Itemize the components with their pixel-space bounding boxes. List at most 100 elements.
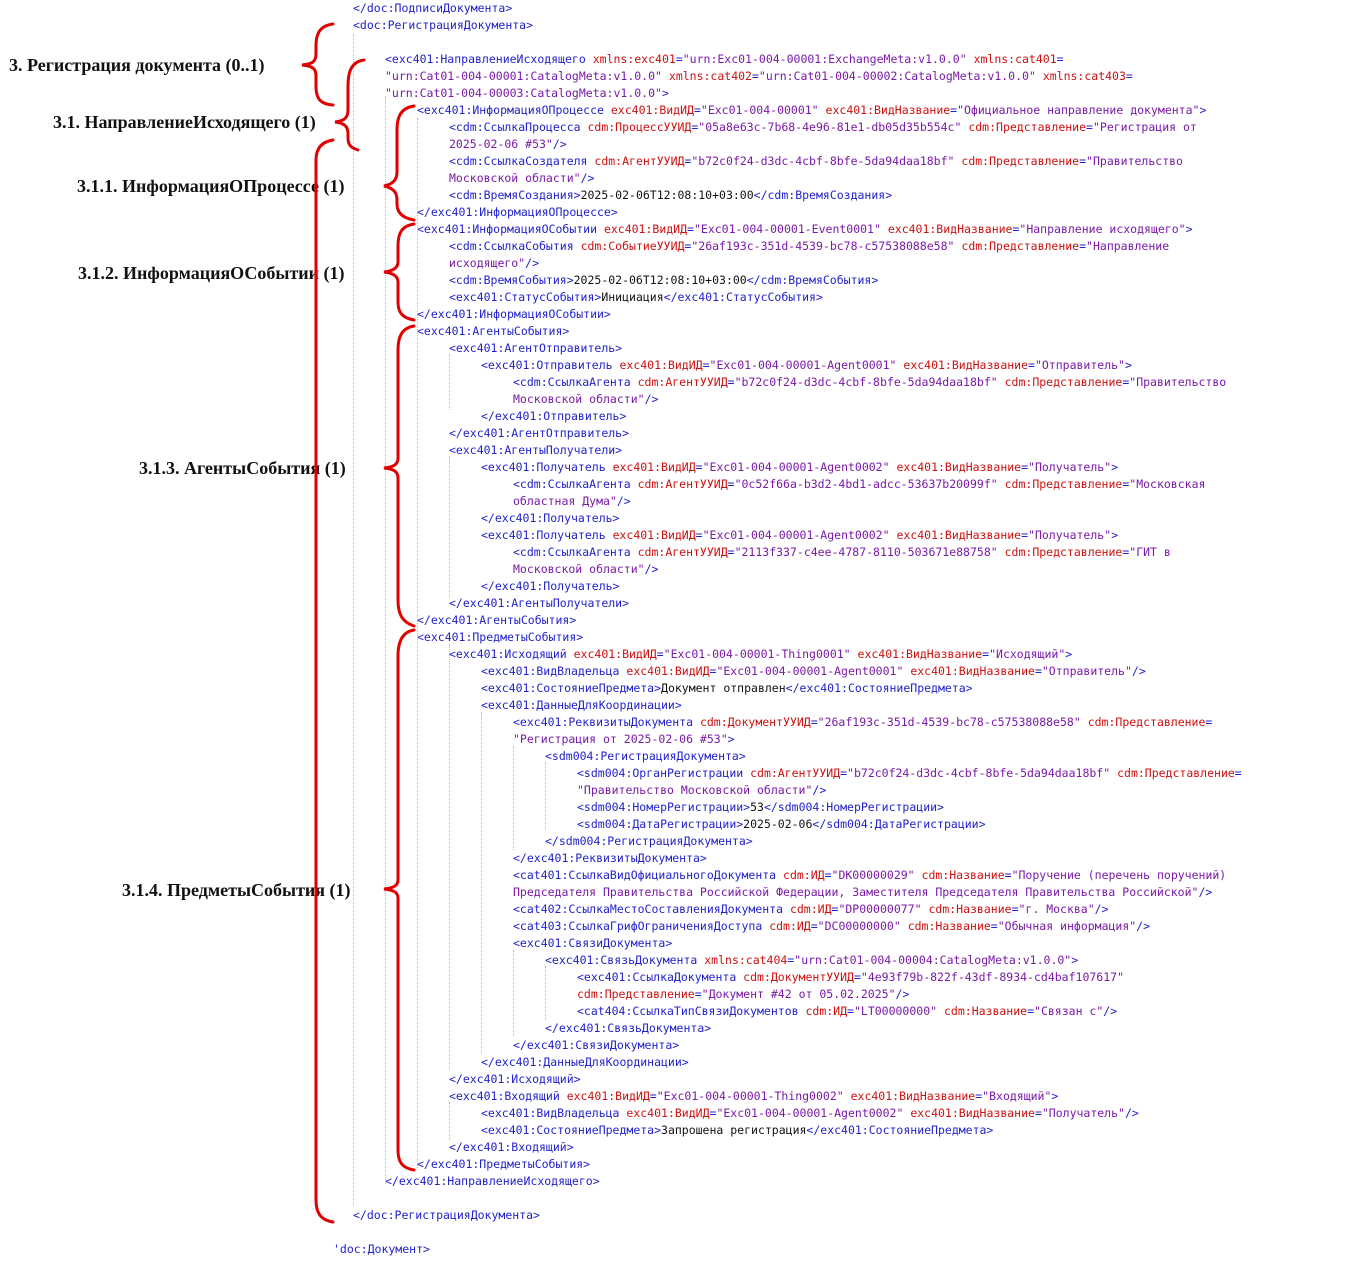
brace-event-items bbox=[383, 628, 416, 1172]
code-token: </exc401:НаправлениеИсходящего> bbox=[385, 1174, 600, 1188]
code-token: exc401:ВидНазвание bbox=[857, 647, 983, 661]
code-line: <exc401:НаправлениеИсходящего xmlns:exc4… bbox=[385, 51, 1064, 68]
code-token: = bbox=[847, 1004, 854, 1018]
code-token: "Exc01-004-00001-Agent0001" bbox=[709, 358, 897, 372]
code-token: "0c52f66a-b3d2-4bd1-adcc-53637b20099f" bbox=[734, 477, 998, 491]
code-token: cdm:Название bbox=[944, 1004, 1028, 1018]
code-token: </exc401:Входящий> bbox=[449, 1140, 574, 1154]
code-token: "Отправитель" bbox=[1034, 358, 1125, 372]
code-token: = bbox=[1012, 222, 1020, 236]
brace-registration bbox=[301, 22, 335, 107]
code-token: <sdm004:ОрганРегистрации bbox=[577, 766, 751, 780]
code-token: "b72c0f24-d3dc-4cbf-8bfe-5da94daa18bf" bbox=[691, 154, 955, 168]
code-token: <exc401:СостояниеПредмета> bbox=[481, 1123, 662, 1137]
code-line: <exc401:СостояниеПредмета>Документ отпра… bbox=[481, 680, 973, 697]
code-line: <exc401:РеквизитыДокумента cdm:ДокументУ… bbox=[513, 714, 1212, 731]
code-token: <exc401:ПредметыСобытия> bbox=[417, 630, 584, 644]
code-token: xmlns:cat401 bbox=[973, 52, 1057, 66]
code-line: <cat403:СсылкаГрифОграниченияДоступа cdm… bbox=[513, 918, 1150, 935]
code-token: "4e93f79b-822f-43df-8934-cd4baf107617" bbox=[860, 970, 1124, 984]
code-token: <cdm:СсылкаАгента bbox=[513, 477, 638, 491]
code-token: </exc401:СвязьДокумента> bbox=[545, 1021, 712, 1035]
code-token: /> bbox=[552, 137, 567, 151]
code-line: <exc401:Отправитель exc401:ВидИД="Exc01-… bbox=[481, 357, 1132, 374]
code-line: <cat401:СсылкаВидОфициальногоДокумента c… bbox=[513, 867, 1226, 884]
code-token: > bbox=[1051, 1089, 1059, 1103]
code-token: exc401:ВидИД bbox=[603, 222, 688, 236]
code-token: = bbox=[727, 545, 735, 559]
code-token: cdm:Представление bbox=[961, 154, 1080, 168]
indent-guide bbox=[449, 644, 450, 1070]
code-token: "Exc01-004-00001-Agent0002" bbox=[702, 528, 890, 542]
label-outgoing-direction: 3.1. НаправлениеИсходящего (1) bbox=[53, 112, 316, 132]
code-token: <exc401:ВидВладельца bbox=[481, 664, 627, 678]
code-line: <exc401:Входящий exc401:ВидИД="Exc01-004… bbox=[449, 1088, 1058, 1105]
code-token: exc401:ВидНазвание bbox=[903, 358, 1029, 372]
code-token: </exc401:ИнформацияОПроцессе> bbox=[417, 205, 618, 219]
code-token: </sdm004:РегистрацияДокумента> bbox=[545, 834, 753, 848]
code-token: </exc401:СтатусСобытия> bbox=[663, 290, 823, 304]
code-token: cdm:ИД bbox=[789, 902, 832, 916]
code-token: cdm:ДокументУУИД bbox=[699, 715, 811, 729]
code-token: cdm:Представление bbox=[1117, 766, 1235, 780]
indent-guide bbox=[449, 456, 450, 598]
code-token: > bbox=[727, 732, 735, 746]
code-token: = bbox=[687, 222, 694, 236]
code-token: = bbox=[649, 1089, 657, 1103]
code-token: /> bbox=[895, 987, 910, 1001]
code-token: </cdm:ВремяСобытия> bbox=[746, 273, 879, 287]
code-line: <exc401:СвязиДокумента> bbox=[513, 935, 672, 952]
code-token: > bbox=[1111, 528, 1119, 542]
code-token: /> bbox=[525, 256, 540, 270]
code-token: /> bbox=[812, 783, 827, 797]
code-token: > bbox=[1199, 103, 1207, 117]
code-line: <exc401:СсылкаДокумента cdm:ДокументУУИД… bbox=[577, 969, 1124, 986]
code-token: "05a8e63c-7b68-4e96-81e1-db05d35b554c" bbox=[698, 120, 962, 134]
code-line: <cdm:СсылкаАгента cdm:АгентУУИД="0c52f66… bbox=[513, 476, 1205, 493]
code-token: <exc401:Исходящий bbox=[449, 647, 574, 661]
code-token: исходящего" bbox=[449, 256, 526, 270]
code-token: cdm:Представление bbox=[961, 239, 1080, 253]
code-token: 2025-02-06T12:08:10+03:00 bbox=[573, 273, 747, 287]
code-token: = bbox=[709, 664, 717, 678]
code-token: = bbox=[824, 868, 832, 882]
code-line: 2025-02-06 #53"/> bbox=[449, 136, 567, 153]
code-token: "26af193c-351d-4539-bc78-c57538088e58" bbox=[691, 239, 955, 253]
code-token: "Получатель" bbox=[1028, 528, 1112, 542]
code-token: <exc401:ИнформацияОСобытии bbox=[417, 222, 604, 236]
code-token: Документ отправлен bbox=[661, 681, 786, 695]
code-token: </doc:РегистрацияДокумента> bbox=[353, 1208, 540, 1222]
code-line: <exc401:ПредметыСобытия> bbox=[417, 629, 583, 646]
code-token: 2025-02-06 #53" bbox=[449, 137, 553, 151]
code-token: /> bbox=[1094, 902, 1109, 916]
indent-guide bbox=[449, 354, 450, 410]
code-line: <exc401:ИнформацияОСобытии exc401:ВидИД=… bbox=[417, 221, 1193, 238]
code-token: <exc401:СвязиДокумента> bbox=[513, 936, 673, 950]
code-line: <sdm004:ДатаРегистрации>2025-02-06</sdm0… bbox=[577, 816, 986, 833]
indent-guide bbox=[481, 712, 482, 1054]
code-token: "b72c0f24-d3dc-4cbf-8bfe-5da94daa18bf" bbox=[847, 766, 1111, 780]
code-token: cdm:СобытиеУУИД bbox=[580, 239, 685, 253]
code-token: xmlns:exc401 bbox=[592, 52, 676, 66]
code-token: = bbox=[840, 766, 848, 780]
brace-process-info bbox=[383, 104, 416, 222]
code-token: Инициация bbox=[601, 290, 664, 304]
code-line: <sdm004:НомерРегистрации>53</sdm004:Номе… bbox=[577, 799, 944, 816]
code-token: <exc401:ИнформацияОПроцессе bbox=[417, 103, 611, 117]
code-token: cdm:ИД bbox=[769, 919, 811, 933]
code-token: = bbox=[1021, 460, 1029, 474]
code-token: = bbox=[1205, 715, 1213, 729]
code-token: "Направление bbox=[1086, 239, 1170, 253]
code-token: = bbox=[684, 154, 692, 168]
code-token: </cdm:ВремяСоздания> bbox=[753, 188, 893, 202]
code-token: = bbox=[727, 477, 735, 491]
code-token: cdm:АгентУУИД bbox=[637, 375, 728, 389]
code-token: <exc401:СвязьДокумента bbox=[545, 953, 705, 967]
code-token: cdm:АгентУУИД bbox=[637, 545, 728, 559]
label-event-agents: 3.1.3. АгентыСобытия (1) bbox=[139, 458, 346, 478]
code-token: = bbox=[787, 953, 795, 967]
label-registration: 3. Регистрация документа (0..1) bbox=[9, 55, 265, 75]
code-token: = bbox=[1028, 358, 1035, 372]
code-line: <exc401:АгентОтправитель> bbox=[449, 340, 622, 357]
code-token: </exc401:РеквизитыДокумента> bbox=[513, 851, 707, 865]
